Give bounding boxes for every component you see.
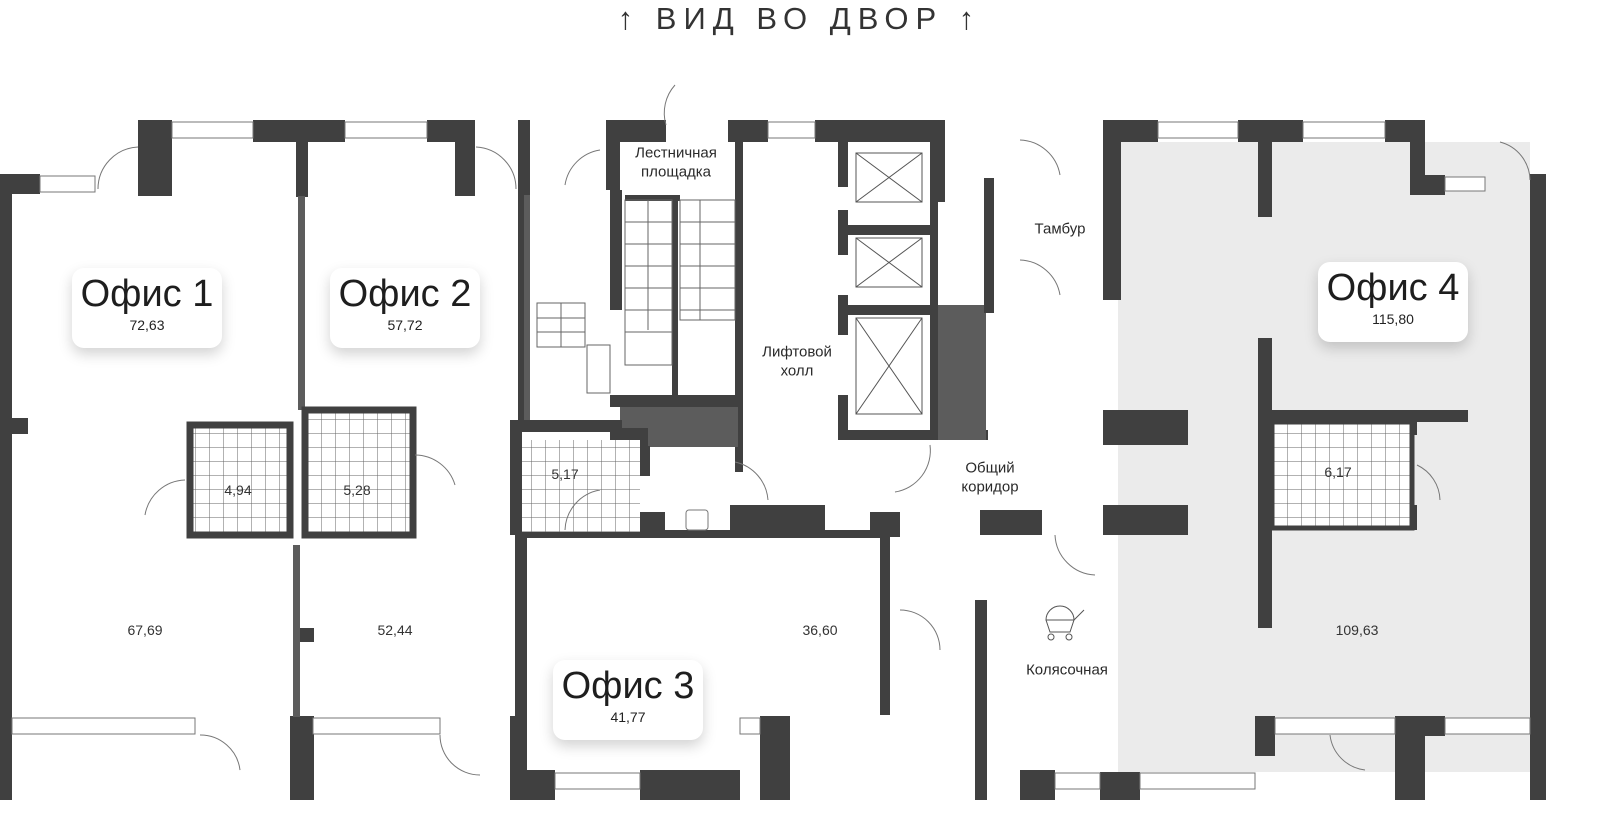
wc-4-area: 6,17 [1324,464,1352,480]
wc-1-tiles [186,421,294,539]
office-2-name: Офис 2 [338,273,472,315]
office-4-main-area: 109,63 [1335,622,1379,638]
tambur-label: Тамбур [1034,220,1086,238]
doors [97,84,1531,776]
office-3-area: 41,77 [610,709,646,725]
office-2-main-area: 52,44 [377,622,413,638]
stairs [536,199,736,394]
office-1-area: 72,63 [129,317,165,333]
office-1-name: Офис 1 [80,273,214,315]
corridor-label: Общий коридор [961,459,1019,495]
wc-2-area: 5,28 [343,482,371,498]
office-4-area: 115,80 [1372,311,1414,327]
office-3-name: Офис 3 [561,665,695,707]
stroller-icon [1045,605,1085,641]
office-3-card[interactable]: Офис 3 41,77 [553,660,703,740]
partitions [293,195,530,717]
wc-2-tiles [301,406,417,539]
elevators [855,152,923,415]
wc-1-area: 4,94 [224,482,252,498]
office-4-card[interactable]: Офис 4 115,80 [1318,262,1468,342]
office-1-card[interactable]: Офис 1 72,63 [72,268,222,348]
stroller-room-label: Колясочная [1026,661,1108,679]
sink-icon [685,509,709,531]
stair-landing-label: Лестничная площадка [635,144,717,180]
wc-3-tiles [522,440,640,532]
office-3-main-area: 36,60 [802,622,838,638]
walls [0,120,1546,800]
wc-3-area: 5,17 [551,466,579,482]
office-4-name: Офис 4 [1326,267,1460,309]
office-1-main-area: 67,69 [127,622,163,638]
office-2-area: 57,72 [387,317,423,333]
windows [11,121,1531,790]
wc-4-tiles [1269,419,1415,531]
lift-hall-label: Лифтовой холл [762,343,832,379]
office-2-card[interactable]: Офис 2 57,72 [330,268,480,348]
view-direction-title: ↑ ВИД ВО ДВОР ↑ [617,1,982,36]
